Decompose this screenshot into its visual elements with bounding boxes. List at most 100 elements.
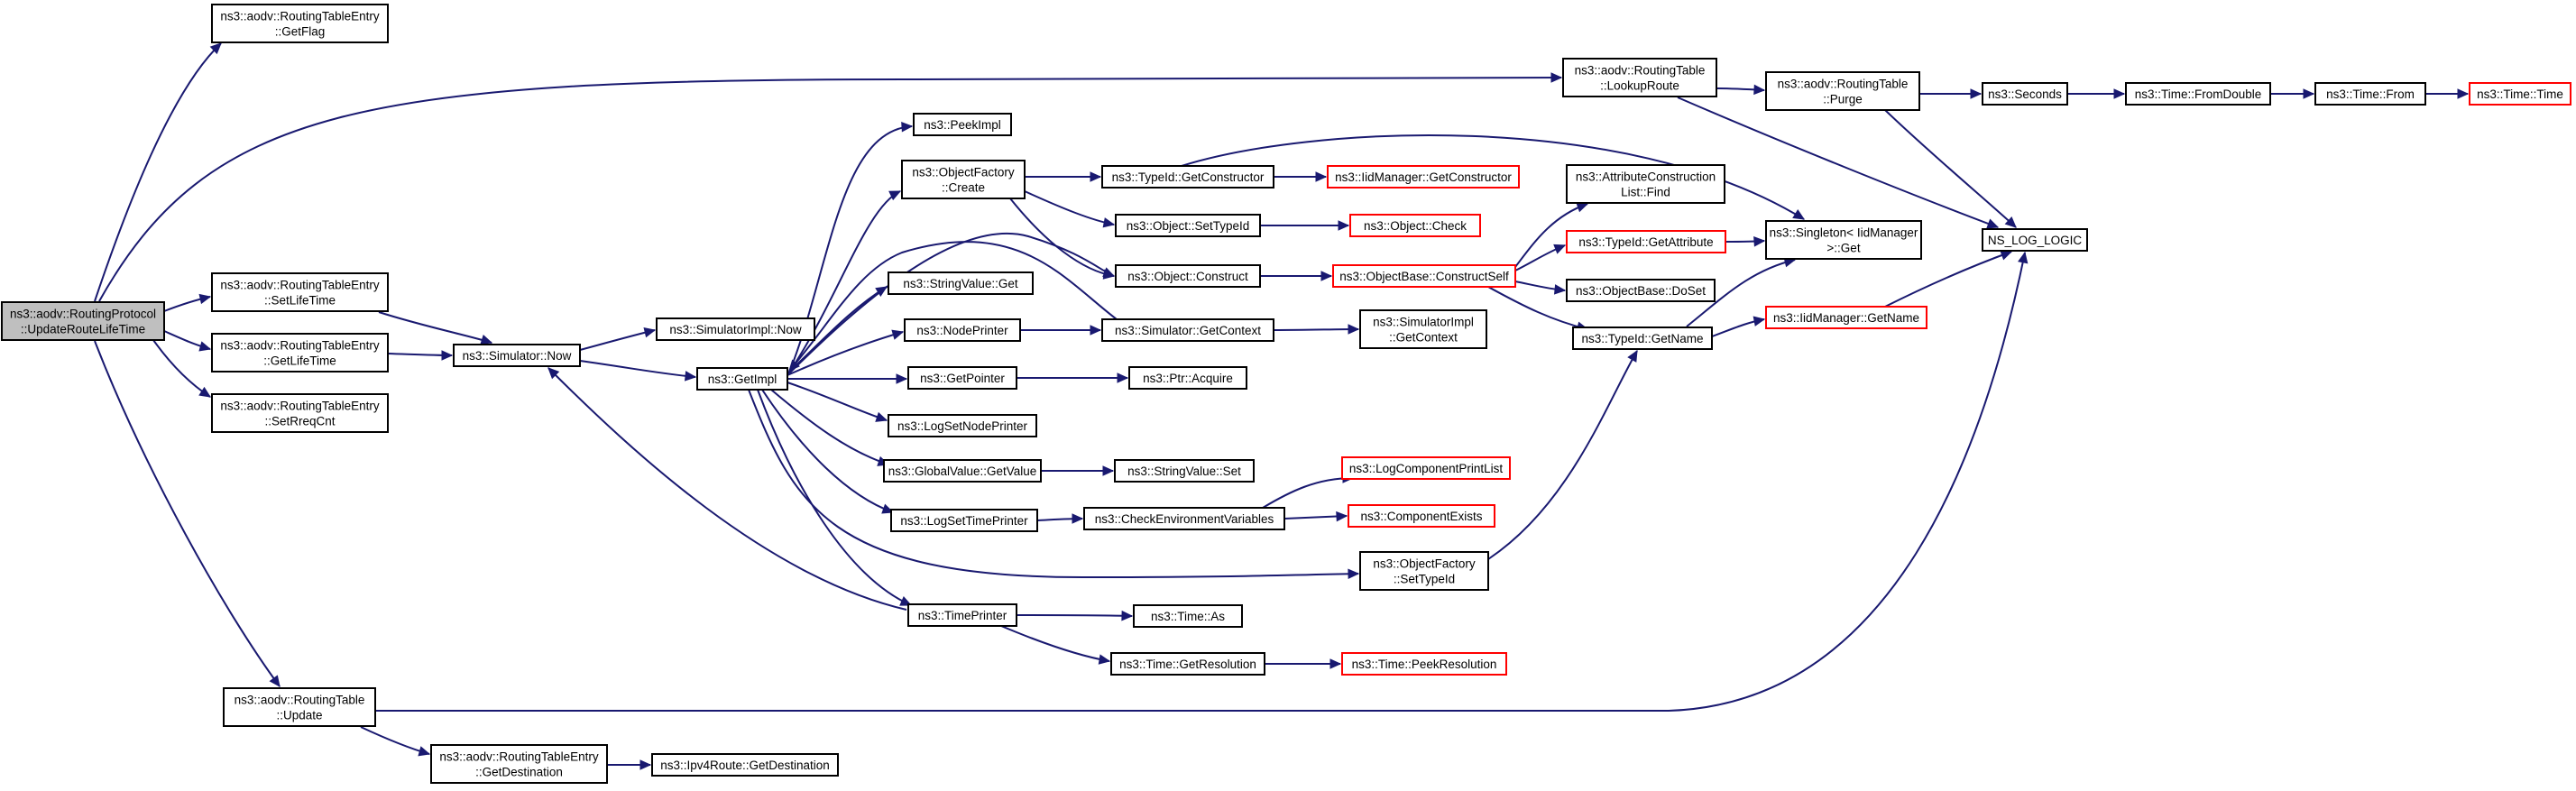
node-label-ipv4getdest-0: ns3::Ipv4Route::GetDestination [660, 759, 830, 772]
node-gvgetvalue[interactable]: ns3::GlobalValue::GetValue [883, 459, 1042, 483]
node-ofsettypeid[interactable]: ns3::ObjectFactory::SetTypeId [1359, 551, 1489, 591]
node-objsettypeid[interactable]: ns3::Object::SetTypeId [1115, 214, 1261, 237]
node-iidgetctor[interactable]: ns3::IidManager::GetConstructor [1327, 165, 1520, 189]
arrowhead-getimpl-logsetnode [875, 411, 888, 422]
arrowhead-timegetres-timepeekres [1329, 658, 1342, 669]
node-tidgetname[interactable]: ns3::TypeId::GetName [1572, 327, 1713, 350]
node-nslog[interactable]: NS_LOG_LOGIC [1982, 228, 2088, 252]
node-iidgetname[interactable]: ns3::IidManager::GetName [1765, 306, 1927, 329]
node-peekimpl[interactable]: ns3::PeekImpl [913, 113, 1012, 136]
node-tidgetattr[interactable]: ns3::TypeId::GetAttribute [1566, 230, 1726, 253]
node-simimplgetctx[interactable]: ns3::SimulatorImpl::GetContext [1359, 309, 1487, 349]
node-tidgetctor[interactable]: ns3::TypeId::GetConstructor [1101, 165, 1274, 189]
edge-timeprinter-timeas [1016, 614, 1133, 617]
arrowhead-getpointer-ptracquire [1117, 373, 1129, 383]
node-timeprinter[interactable]: ns3::TimePrinter [907, 603, 1017, 627]
node-setlifetime[interactable]: ns3::aodv::RoutingTableEntry::SetLifeTim… [211, 272, 389, 312]
node-lookuproute[interactable]: ns3::aodv::RoutingTable::LookupRoute [1562, 58, 1717, 97]
node-singleton[interactable]: ns3::Singleton< IidManager>::Get [1765, 220, 1922, 260]
node-box-simnow [453, 344, 581, 367]
node-label-lookuproute-0: ns3::aodv::RoutingTable [1575, 64, 1706, 78]
node-logsettime[interactable]: ns3::LogSetTimePrinter [890, 509, 1038, 532]
node-getlifetime[interactable]: ns3::aodv::RoutingTableEntry::GetLifeTim… [211, 333, 389, 373]
node-label-getlifetime-1: ::GetLifeTime [263, 354, 336, 368]
arrowhead-timefrom-timetime [2457, 88, 2470, 99]
arrowhead-getimpl-peekimpl [901, 121, 914, 133]
edge-lookuproute-nslog [1677, 97, 1999, 228]
node-ofcreate[interactable]: ns3::ObjectFactory::Create [901, 160, 1026, 199]
node-simnow[interactable]: ns3::Simulator::Now [453, 344, 581, 367]
node-label-objsettypeid-0: ns3::Object::SetTypeId [1127, 219, 1250, 233]
node-getflag[interactable]: ns3::aodv::RoutingTableEntry::GetFlag [211, 4, 389, 43]
node-obconstructself[interactable]: ns3::ObjectBase::ConstructSelf [1332, 264, 1516, 288]
node-box-timetime [2469, 82, 2571, 106]
node-box-strvalset [1114, 459, 1255, 483]
node-ipv4getdest[interactable]: ns3::Ipv4Route::GetDestination [651, 753, 839, 777]
edge-timeprinter-simnow [547, 367, 907, 611]
node-nodeprinter[interactable]: ns3::NodePrinter [904, 318, 1021, 342]
node-box-tidgetctor [1101, 165, 1274, 189]
arrowhead-gvgetvalue-strvalset [1102, 465, 1115, 476]
arrowhead-root-getlifetime [198, 341, 212, 352]
node-box-logcompprint [1341, 456, 1511, 480]
node-label-obconstructself-0: ns3::ObjectBase::ConstructSelf [1339, 270, 1509, 283]
node-objconstruct[interactable]: ns3::Object::Construct [1115, 264, 1261, 288]
node-rtupdate[interactable]: ns3::aodv::RoutingTable::Update [223, 687, 376, 727]
node-label-nodeprinter-0: ns3::NodePrinter [916, 324, 1008, 337]
edge-getimpl-logsettime [761, 389, 894, 513]
arrowhead-root-rtupdate [269, 675, 281, 687]
node-label-getpointer-0: ns3::GetPointer [920, 372, 1005, 385]
node-ptracquire[interactable]: ns3::Ptr::Acquire [1128, 366, 1247, 390]
edge-getimpl-nodeprinter [787, 331, 904, 376]
edge-simnow-getimpl [579, 360, 696, 378]
node-objcheck[interactable]: ns3::Object::Check [1349, 214, 1481, 237]
node-box-obconstructself [1332, 264, 1516, 288]
node-label-timeas-0: ns3::Time::As [1151, 610, 1225, 623]
node-obdoset[interactable]: ns3::ObjectBase::DoSet [1566, 279, 1716, 302]
node-getimpl[interactable]: ns3::GetImpl [696, 367, 788, 391]
node-box-timefrom [2314, 82, 2426, 106]
node-compexists[interactable]: ns3::ComponentExists [1348, 504, 1495, 528]
arrowhead-purge-seconds [1970, 88, 1983, 99]
node-purge[interactable]: ns3::aodv::RoutingTable::Purge [1765, 71, 1920, 111]
node-setrreqcnt[interactable]: ns3::aodv::RoutingTableEntry::SetRreqCnt [211, 393, 389, 433]
node-simgetctx[interactable]: ns3::Simulator::GetContext [1101, 318, 1274, 342]
edge-simnow-simimplnow [579, 329, 656, 351]
arrowhead-obconstructself-attrfind [1576, 202, 1589, 213]
node-timetime[interactable]: ns3::Time::Time [2469, 82, 2571, 106]
arrowhead-rtupdate-rtegetdest [418, 746, 431, 757]
node-checkenv[interactable]: ns3::CheckEnvironmentVariables [1083, 507, 1285, 530]
node-logcompprint[interactable]: ns3::LogComponentPrintList [1341, 456, 1511, 480]
node-box-iidgetctor [1327, 165, 1520, 189]
arrowhead-fromdouble-timefrom [2303, 88, 2315, 99]
arrowhead-tidgetname-iidgetname [1753, 316, 1766, 327]
node-timepeekres[interactable]: ns3::Time::PeekResolution [1341, 652, 1507, 676]
edge-purge-nslog [1884, 109, 2017, 228]
node-simimplnow[interactable]: ns3::SimulatorImpl::Now [656, 317, 815, 341]
node-root[interactable]: ns3::aodv::RoutingProtocol::UpdateRouteL… [1, 301, 165, 341]
node-seconds[interactable]: ns3::Seconds [1982, 82, 2068, 106]
node-box-getlifetime [211, 333, 389, 373]
node-timegetres[interactable]: ns3::Time::GetResolution [1110, 652, 1265, 676]
node-strvalset[interactable]: ns3::StringValue::Set [1114, 459, 1255, 483]
node-fromdouble[interactable]: ns3::Time::FromDouble [2125, 82, 2271, 106]
node-label-timetime-0: ns3::Time::Time [2477, 87, 2563, 101]
node-box-peekimpl [913, 113, 1012, 136]
arrowhead-getimpl-logsettime [881, 503, 895, 514]
node-rtegetdest[interactable]: ns3::aodv::RoutingTableEntry::GetDestina… [430, 744, 608, 784]
node-logsetnode[interactable]: ns3::LogSetNodePrinter [888, 414, 1037, 437]
node-strvalget[interactable]: ns3::StringValue::Get [888, 271, 1034, 295]
node-box-simimplgetctx [1359, 309, 1487, 349]
arrowhead-purge-nslog [2004, 216, 2017, 228]
node-box-rtupdate [223, 687, 376, 727]
node-timeas[interactable]: ns3::Time::As [1133, 604, 1243, 628]
node-label-tidgetctor-0: ns3::TypeId::GetConstructor [1112, 170, 1265, 184]
node-box-logsettime [890, 509, 1038, 532]
node-label-strvalget-0: ns3::StringValue::Get [903, 277, 1018, 290]
node-timefrom[interactable]: ns3::Time::From [2314, 82, 2426, 106]
edge-getimpl-objconstruct [787, 232, 1115, 376]
node-box-obdoset [1566, 279, 1716, 302]
node-getpointer[interactable]: ns3::GetPointer [907, 366, 1017, 390]
node-label-rtegetdest-1: ::GetDestination [475, 766, 563, 779]
